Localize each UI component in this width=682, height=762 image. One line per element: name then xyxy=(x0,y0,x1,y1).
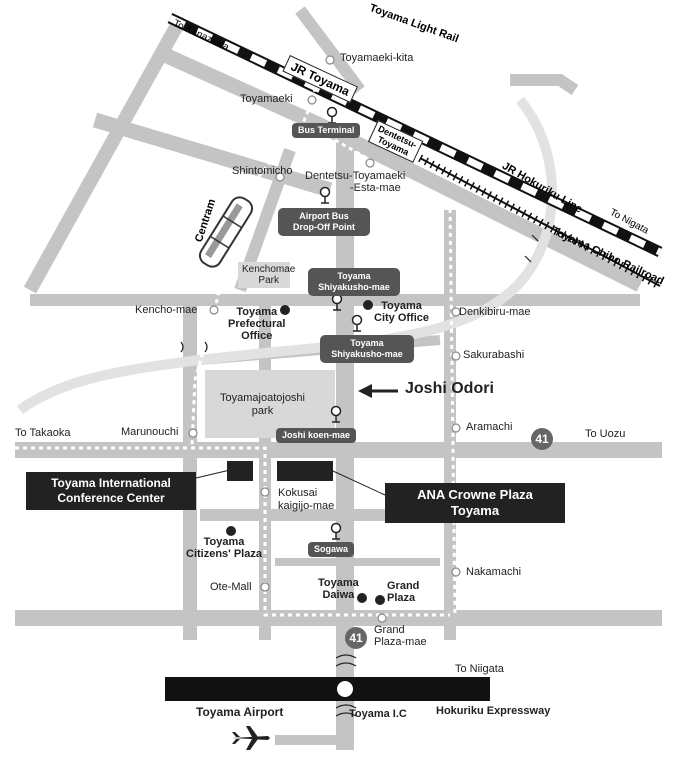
hokuriku-expressway xyxy=(165,677,490,701)
station-dots xyxy=(188,55,461,623)
station-aramachi: Aramachi xyxy=(466,421,513,433)
landmark-dot-icon xyxy=(375,595,385,605)
route-41-east-shield: 41 xyxy=(531,428,553,450)
to-niigata-bottom-label: To Niigata xyxy=(455,663,504,675)
break-marks xyxy=(180,234,539,717)
toyama-ic-marker xyxy=(337,681,353,697)
hokuriku-expressway-label: Hokuriku Expressway xyxy=(436,705,551,717)
sogawa-label: Sogawa xyxy=(308,542,355,557)
landmark-dot-icon xyxy=(363,300,373,310)
bus-stop-icon xyxy=(319,186,331,204)
station-ote-mall: Ote-Mall xyxy=(210,581,252,593)
station-dentetsu-esta: Dentetsu-Toyamaeki-Esta-mae xyxy=(305,170,406,194)
ana-crowne-building xyxy=(277,461,333,481)
joatojoshi-park-area xyxy=(205,370,335,438)
jr-line xyxy=(167,13,663,257)
airplane-icon xyxy=(232,726,270,750)
tram-icon xyxy=(198,196,254,268)
road-diagonal-nw xyxy=(92,112,333,198)
toyama-ic-label: Toyama I.C xyxy=(349,708,407,720)
landmark-dot-icon xyxy=(226,526,236,536)
roads xyxy=(15,6,662,750)
joshi-koen-mae-label: Joshi koen-mae xyxy=(276,428,357,443)
station-denkibiru-mae: Denkibiru-mae xyxy=(459,306,531,318)
station-nakamachi: Nakamachi xyxy=(466,566,522,578)
road-north xyxy=(295,6,365,94)
landmark-dots xyxy=(226,300,385,605)
to-takaoka-label: To Takaoka xyxy=(15,427,71,439)
station-toyamaeki: Toyamaeki xyxy=(240,93,293,105)
callout-line xyxy=(332,470,386,496)
kenchomae-park-area xyxy=(238,262,290,288)
landmark-dot-icon xyxy=(280,305,290,315)
chiho-railroad xyxy=(418,154,662,290)
arrow-icon xyxy=(358,384,398,398)
station-shintomicho: Shintomicho xyxy=(232,165,293,177)
bus-stop-icon xyxy=(330,405,342,423)
callout-line xyxy=(195,469,231,479)
bus-stop-icon xyxy=(330,522,342,540)
bus-stop-icons xyxy=(319,106,363,540)
bus-terminal-label: Bus Terminal xyxy=(292,123,361,138)
route-41-south-shield: 41 xyxy=(345,627,367,649)
road-diagonal-west xyxy=(23,16,187,294)
bus-stop-icon xyxy=(326,106,338,124)
bus-stop-icon xyxy=(351,314,363,332)
station-marunouchi: Marunouchi xyxy=(121,426,179,438)
station-toyamaeki-kita: Toyamaeki-kita xyxy=(340,52,414,64)
joshi-odori-label: Joshi Odori xyxy=(405,380,494,397)
station-kencho-mae: Kencho-mae xyxy=(135,304,198,316)
station-sakurabashi: Sakurabashi xyxy=(463,349,525,361)
road-northeast xyxy=(510,74,579,95)
conference-center-building xyxy=(227,461,253,481)
to-uozu-label: To Uozu xyxy=(585,428,626,440)
toyama-airport-label: Toyama Airport xyxy=(196,705,284,719)
landmark-dot-icon xyxy=(357,593,367,603)
tram-routes xyxy=(15,39,501,617)
ring-road xyxy=(17,96,558,415)
